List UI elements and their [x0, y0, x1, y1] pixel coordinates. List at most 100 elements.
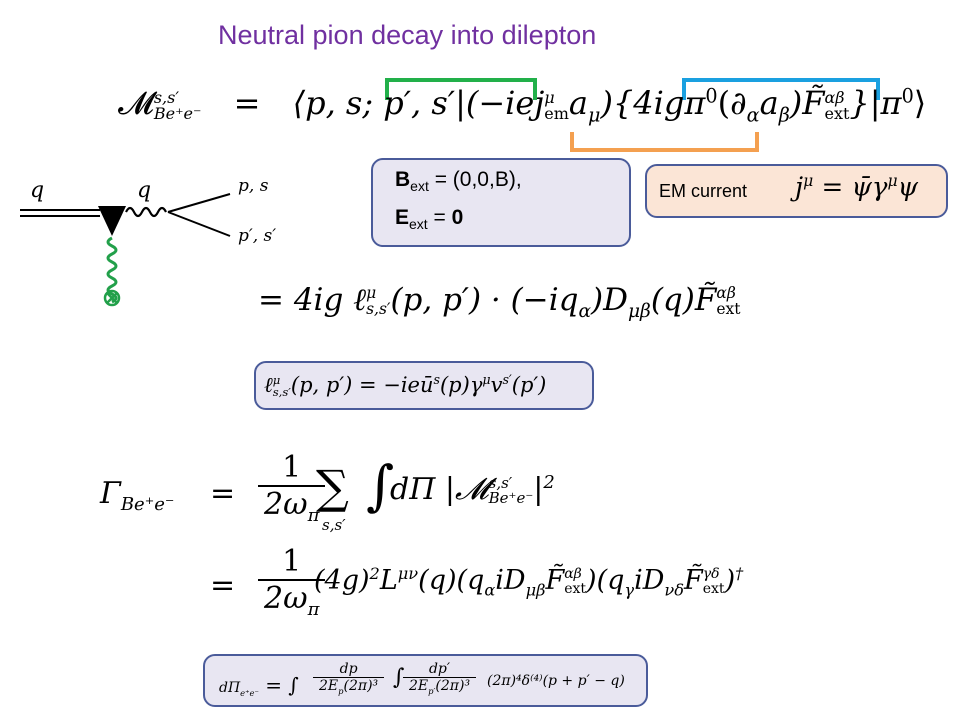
amp-rhs-3-sup: 0: [705, 84, 718, 108]
amp-rhs-sub: em: [544, 103, 569, 123]
l2-sub: s,s′: [366, 299, 391, 318]
ps-d1-text: 2E: [319, 678, 339, 694]
amp-lhs-sub: Be⁺e⁻: [153, 103, 202, 123]
l2-mid-sub: α: [578, 301, 592, 323]
label-p-s: p, s: [238, 176, 269, 196]
orange-bracket: [570, 132, 759, 152]
lep-u-sup: s: [433, 372, 440, 387]
vertex-triangle: [98, 206, 126, 236]
phase-space-box: dΠe⁺e⁻ = ∫ dp 2Ep(2π)³ ∫ dp′ 2Ep′(2π)³ (…: [203, 654, 648, 707]
ps-frac-1: dp 2Ep(2π)³: [313, 661, 385, 696]
r2-b8-sup: γδ: [702, 566, 720, 583]
r2-b4: iD: [495, 565, 526, 596]
r2-b3: (q)(q: [418, 565, 485, 596]
field-box: Bext = (0,0,B), Eext = 0: [371, 158, 631, 247]
rate-num: 1: [258, 450, 326, 487]
amp-rhs-4: (∂: [717, 84, 747, 122]
rate2-den-text: 2ω: [264, 581, 308, 616]
lep-sup: μ: [272, 372, 281, 387]
r2-b5-sub: ext: [564, 580, 587, 597]
amp-rhs-sup: μ: [544, 87, 555, 107]
green-bracket: [385, 78, 537, 100]
r2-b5: F̃: [545, 565, 565, 596]
em-j-sup: μ: [803, 172, 814, 190]
blue-bracket: [682, 78, 880, 100]
rate-sum: ∑: [316, 460, 349, 514]
rate2-den: 2ωπ: [258, 581, 325, 620]
ps-d2: 2Ep′(2π)³: [403, 678, 476, 696]
rate-sum-sub: s,s′: [322, 516, 346, 534]
photon-line: [125, 206, 167, 218]
field-box-line-1: Bext = (0,0,B),: [395, 168, 522, 194]
amp-rhs-4-sub: α: [746, 103, 760, 127]
amp-rhs-8: ⟩: [913, 84, 927, 122]
ps-lhs-sub: e⁺e⁻: [240, 687, 259, 698]
r2-b6: )(q: [586, 565, 625, 596]
label-pprime-sprime: p′, s′: [238, 226, 277, 246]
rate2-equals: =: [210, 568, 236, 603]
rate-dpi: dΠ |𝓜: [390, 472, 489, 507]
em-j: j: [795, 172, 804, 203]
rate-gamma-symbol: Γ: [100, 476, 121, 511]
ps-lhs: dΠe⁺e⁻ = ∫: [219, 673, 299, 698]
e-field-value: 0: [451, 206, 464, 229]
em-current-label: EM current: [659, 181, 748, 201]
l2-q: (q)F̃: [650, 282, 717, 318]
b-field-value: = (0,0,B),: [428, 168, 522, 191]
amp-rhs-7-sup: 0: [901, 84, 914, 108]
r2-b6-sub: γ: [624, 580, 635, 600]
em-eq: = ψ̄γ: [821, 172, 888, 203]
r2-b5-sup: αβ: [564, 566, 582, 583]
ps-tail: (2π)⁴δ⁽⁴⁾(p + p′ − q): [487, 673, 625, 689]
l2-d-sub: μβ: [627, 301, 651, 323]
amp-rhs-1: ⟨p, s; p′, s′|(−iej: [292, 84, 545, 122]
amp-lhs: 𝓜: [118, 84, 154, 122]
r2-b9-sup: †: [735, 564, 744, 583]
ps-frac-2: dp′ 2Ep′(2π)³: [403, 661, 477, 696]
amp-rhs-3: ){4igπ: [600, 84, 706, 122]
rate-m-sup: s,s′: [488, 474, 513, 492]
ps-lhs-text: dΠ: [219, 680, 241, 696]
l2-d: )D: [591, 282, 628, 318]
rate2-den-sub: π: [307, 599, 320, 620]
l2-f-sup: αβ: [716, 284, 736, 302]
amp-equals: =: [233, 84, 261, 122]
lep-rest3: v: [490, 373, 503, 397]
em-current-box: EM current jμ = ψ̄γμψ: [645, 164, 948, 218]
rate-gamma: ΓBe⁺e⁻: [100, 476, 174, 515]
lepton-line-2: [167, 211, 231, 237]
r2-b7: iD: [634, 565, 665, 596]
r2-b7-sub: νδ: [664, 580, 684, 600]
amp-rhs-6: )F̃: [789, 84, 825, 122]
rate-fraction: 1 2ωπ: [258, 450, 326, 526]
ps-d1-sub: p: [338, 685, 344, 696]
label-q-incoming: q: [30, 178, 45, 203]
ps-d2-text: 2E: [409, 678, 429, 694]
rate-den-text: 2ω: [264, 487, 308, 522]
amp-rhs-2-sub: μ: [587, 103, 601, 127]
r2-b8-sub: ext: [702, 580, 725, 597]
ps-int2: ∫: [393, 665, 405, 690]
em-current-formula: jμ = ψ̄γμψ: [795, 172, 918, 203]
ps-n1: dp: [313, 661, 385, 678]
rate-end: |: [533, 472, 544, 507]
e-field-sub: ext: [409, 216, 428, 233]
l2-pre: = 4ig ℓ: [258, 282, 367, 318]
amp-lhs-sup: s,s′: [153, 87, 179, 107]
l2-mid: (p, p′) · (−iq: [390, 282, 579, 318]
rate-integral: ∫: [366, 454, 395, 517]
r2-b2: L: [379, 565, 398, 596]
r2-b3-sub: α: [484, 580, 496, 600]
amp-rhs-7: }|π: [849, 84, 902, 122]
lep-rest2: (p)γ: [439, 373, 483, 397]
amp-rhs-6-sub: ext: [824, 103, 850, 123]
lep-sub: s,s′: [272, 384, 291, 399]
b-field-symbol: B: [395, 168, 411, 191]
r2-b8: F̃: [683, 565, 703, 596]
amp-rhs-5-sub: β: [778, 103, 790, 127]
r2-b1: (4g): [314, 565, 370, 596]
